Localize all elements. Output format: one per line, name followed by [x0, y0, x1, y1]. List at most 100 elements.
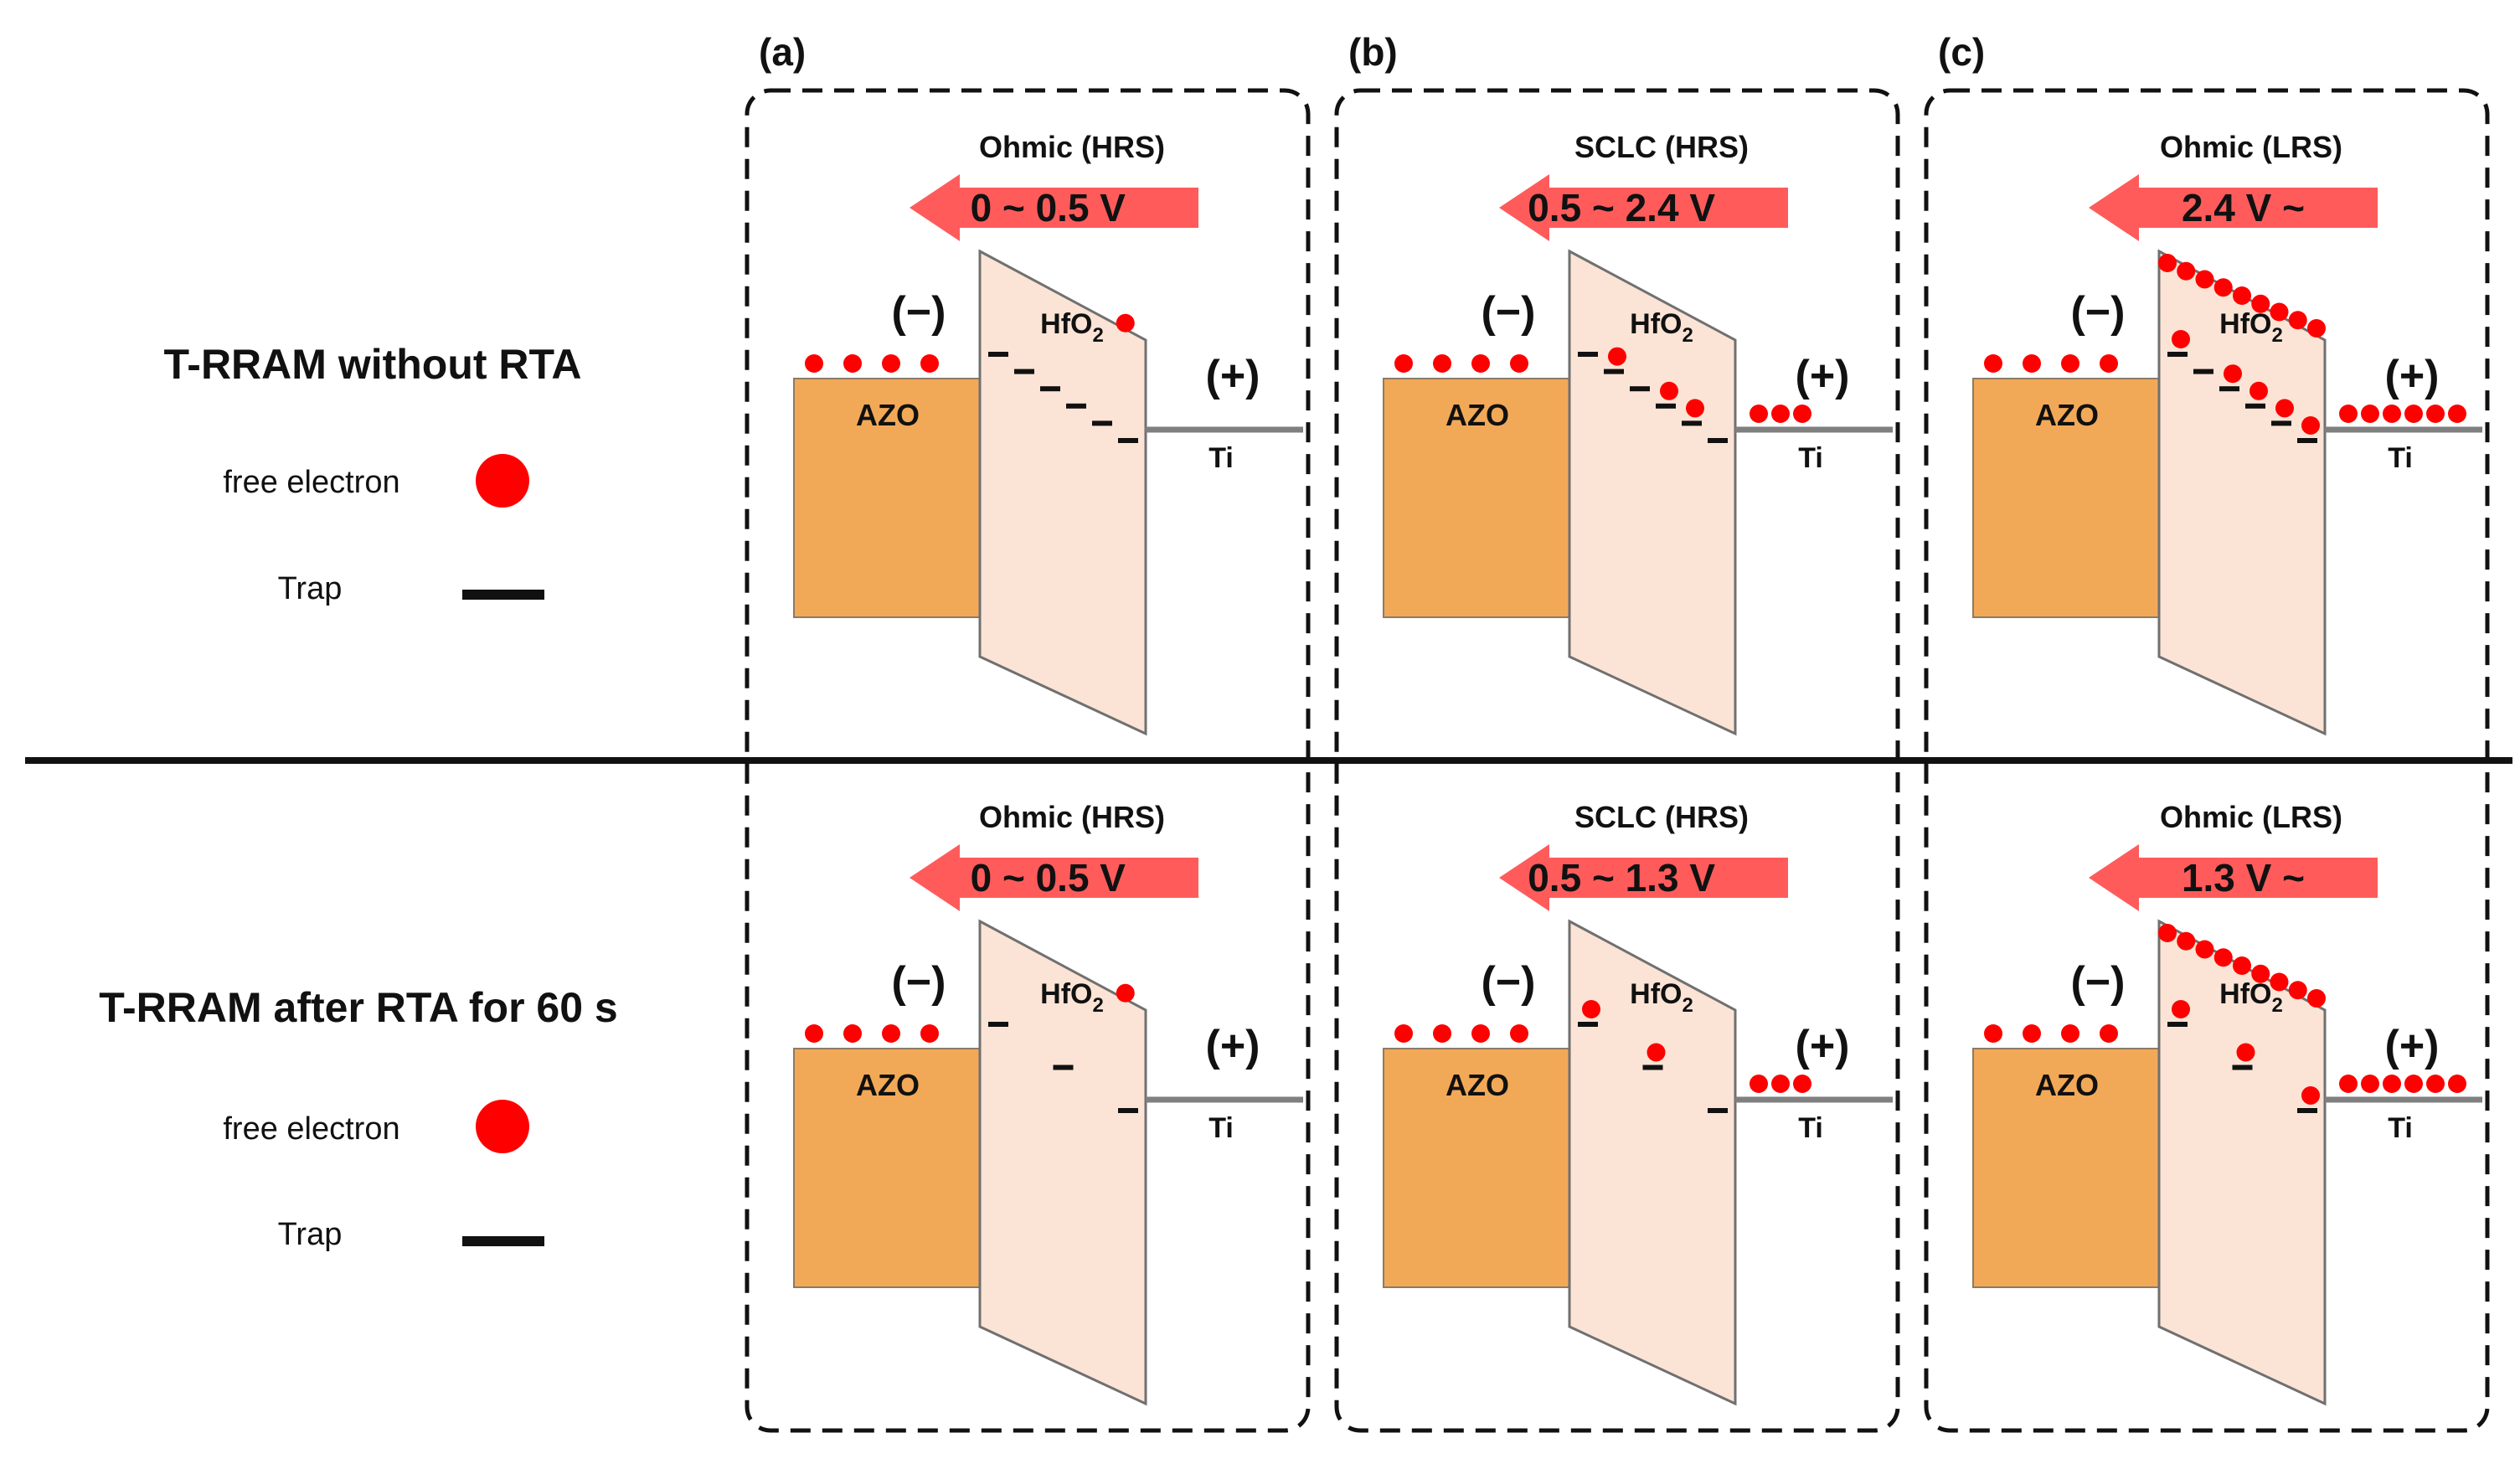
ti-electron: [2383, 405, 2401, 423]
frame-c: [1924, 88, 2490, 1433]
trapped-electron: [1582, 1000, 1600, 1018]
trap-level: [1630, 386, 1650, 392]
voltage-label: 0 ~ 0.5 V: [971, 186, 1126, 229]
azo-electron: [1984, 1024, 2002, 1043]
ti-electron: [2339, 1075, 2358, 1093]
positive-polarity-label: (+): [2385, 1022, 2440, 1070]
negative-polarity-label: (−): [1482, 288, 1536, 337]
azo-label: AZO: [856, 398, 920, 432]
azo-electron: [2061, 354, 2079, 373]
barrier-top-electron: [2177, 261, 2196, 281]
frame-a: [745, 88, 1311, 1433]
azo-electron: [2100, 1024, 2118, 1043]
trap-level: [1656, 403, 1676, 409]
ti-electron: [2361, 1075, 2379, 1093]
trap-level: [1578, 352, 1598, 357]
barrier-top-electron: [2288, 311, 2307, 330]
column-label-c: (c): [1938, 30, 1985, 74]
trapped-electron: [1608, 347, 1626, 366]
trap-level: [2167, 352, 2188, 357]
ti-electron: [2404, 1075, 2423, 1093]
voltage-label: 1.3 V ~: [2182, 856, 2305, 900]
legend-trap-icon-bottom: [462, 1236, 544, 1246]
ti-electron: [1771, 1075, 1790, 1093]
mechanism-label: SCLC (HRS): [1574, 800, 1749, 834]
bias-arrow: [910, 174, 1198, 241]
trap-level: [1708, 438, 1728, 443]
voltage-label: 0 ~ 0.5 V: [971, 856, 1126, 900]
ti-label: Ti: [1798, 442, 1823, 474]
ti-electron: [1771, 405, 1790, 423]
ti-electron: [1793, 405, 1811, 423]
frame-b: [1334, 88, 1900, 1433]
azo-electron: [2061, 1024, 2079, 1043]
trap-level: [1053, 1064, 1074, 1070]
azo-label: AZO: [1446, 398, 1509, 432]
azo-block: [1383, 1048, 1570, 1288]
trap-level: [2297, 438, 2317, 443]
bias-arrow: [910, 844, 1198, 911]
barrier-top-electron: [2158, 924, 2177, 942]
trapped-electron: [2236, 1043, 2255, 1062]
azo-electron: [2023, 354, 2041, 373]
voltage-label: 2.4 V ~: [2182, 186, 2305, 229]
trap-level: [2219, 386, 2239, 392]
legend-trap-label-bottom: Trap: [278, 1217, 343, 1252]
negative-polarity-label: (−): [892, 958, 946, 1007]
barrier-top-electron: [2177, 931, 2196, 951]
azo-electron: [843, 1024, 862, 1043]
trap-level: [2245, 403, 2265, 409]
trap-level: [1642, 1064, 1663, 1070]
azo-electron: [1394, 1024, 1413, 1043]
azo-electron: [1433, 354, 1451, 373]
trap-level: [1118, 438, 1138, 443]
azo-label: AZO: [2035, 1068, 2099, 1102]
legend-electron-label-bottom: free electron: [223, 1111, 399, 1147]
ti-electron: [2404, 405, 2423, 423]
azo-electron: [920, 354, 939, 373]
barrier-top-electron: [2213, 948, 2233, 967]
trap-level: [1014, 369, 1034, 374]
trap-level: [1092, 420, 1112, 426]
trapped-electron: [2172, 1000, 2190, 1018]
row-title-without-rta: T-RRAM without RTA: [164, 341, 582, 388]
ti-label: Ti: [1798, 1112, 1823, 1144]
barrier-top-electron: [2195, 270, 2214, 289]
azo-electron: [1433, 1024, 1451, 1043]
trapped-electron: [1660, 381, 1678, 400]
trap-level: [1066, 403, 1086, 409]
bias-arrow: [1499, 844, 1788, 911]
ti-electron: [2361, 405, 2379, 423]
legend-electron-icon-top: [476, 454, 529, 508]
ti-label: Ti: [1208, 1112, 1234, 1144]
barrier-top-electron: [1116, 313, 1135, 332]
barrier-top-electron: [2251, 294, 2270, 313]
hfo2-barrier: [978, 919, 1147, 1406]
ti-electron: [1750, 405, 1768, 423]
negative-polarity-label: (−): [2071, 288, 2126, 337]
positive-polarity-label: (+): [1206, 1022, 1260, 1070]
positive-polarity-label: (+): [1796, 1022, 1850, 1070]
barrier-top-electron: [2307, 989, 2326, 1008]
positive-polarity-label: (+): [1206, 352, 1260, 400]
trapped-electron: [1647, 1043, 1666, 1062]
trapped-electron: [2172, 330, 2190, 348]
barrier-top-electron: [2251, 964, 2270, 983]
barrier-top-electron: [2270, 972, 2289, 992]
ti-electron: [2339, 405, 2358, 423]
voltage-label: 0.5 ~ 2.4 V: [1528, 186, 1715, 229]
azo-electron: [1471, 354, 1490, 373]
ti-label: Ti: [2388, 442, 2413, 474]
trap-level: [988, 1022, 1008, 1027]
negative-polarity-label: (−): [892, 288, 946, 337]
trap-level: [2271, 420, 2291, 426]
hfo2-barrier: [2157, 919, 2327, 1406]
barrier-top-electron: [2213, 278, 2233, 297]
trap-level: [1604, 369, 1624, 374]
negative-polarity-label: (−): [1482, 958, 1536, 1007]
